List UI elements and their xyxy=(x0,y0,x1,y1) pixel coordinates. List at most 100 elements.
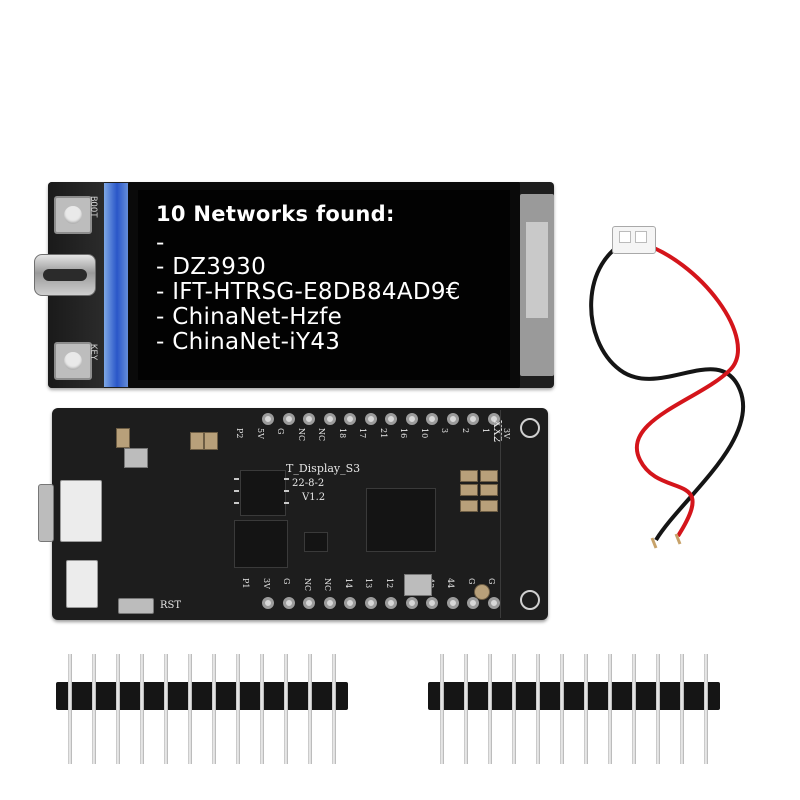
header-pad xyxy=(262,597,274,609)
header-pin xyxy=(464,654,468,764)
capacitor xyxy=(460,484,478,496)
screen-title: 10 Networks found: xyxy=(156,202,395,226)
capacitor xyxy=(480,470,498,482)
key-button[interactable] xyxy=(54,342,92,380)
screen-line: - xyxy=(156,230,165,256)
pad-label: G xyxy=(276,428,285,435)
display-flex-tab xyxy=(520,194,554,376)
esp32-s3-chip xyxy=(366,488,436,552)
battery-connector xyxy=(60,480,102,542)
header-pad xyxy=(303,413,315,425)
pcb-board xyxy=(52,408,548,620)
header-pin xyxy=(116,654,120,764)
pad-label: NC xyxy=(323,578,332,592)
header-pad xyxy=(364,597,377,609)
pad-label: G xyxy=(487,578,496,585)
header-pin xyxy=(164,654,168,764)
header-pad xyxy=(385,597,397,609)
header-pad xyxy=(446,413,459,425)
antenna-area xyxy=(500,410,547,618)
pad-label: 16 xyxy=(399,428,408,439)
header-pin xyxy=(656,654,660,764)
header-pin xyxy=(332,654,336,764)
capacitor xyxy=(204,432,218,450)
psram-chip xyxy=(234,520,288,568)
boot-button-cap xyxy=(64,206,82,224)
usb-c-slot xyxy=(43,269,87,281)
chip-pin xyxy=(234,502,239,504)
usb-c-port-top[interactable] xyxy=(34,254,96,296)
header-pad xyxy=(405,413,418,425)
header-pad xyxy=(303,597,315,609)
chip-pin xyxy=(234,490,239,492)
pad-label: P1 xyxy=(241,578,250,589)
qwiic-connector xyxy=(66,560,98,608)
pad-label: 21 xyxy=(378,428,388,439)
pad-label: P2 xyxy=(235,428,244,439)
capacitor xyxy=(480,484,498,496)
header-pin xyxy=(92,654,96,764)
header-pad xyxy=(426,413,438,425)
pad-label: 17 xyxy=(358,428,367,439)
header-pad xyxy=(487,413,500,425)
header-pin xyxy=(512,654,516,764)
header-pad xyxy=(323,597,336,609)
header-pin xyxy=(680,654,684,764)
mounting-hole xyxy=(520,418,540,438)
capacitor xyxy=(460,500,478,512)
header-pad xyxy=(282,413,295,425)
capacitor xyxy=(116,428,130,448)
screen-line: - DZ3930 xyxy=(156,254,267,280)
usb-c-port-bottom[interactable] xyxy=(38,484,54,542)
header-pin xyxy=(308,654,312,764)
header-pin xyxy=(536,654,540,764)
header-pin xyxy=(560,654,564,764)
header-plastic xyxy=(56,682,348,710)
chip-pin xyxy=(284,502,289,504)
header-pad xyxy=(467,413,479,425)
antenna-connector xyxy=(474,584,490,600)
pad-label: G xyxy=(282,578,291,585)
boot-button[interactable] xyxy=(54,196,92,234)
version-silkscreen: V1.2 xyxy=(302,492,326,503)
key-button-label: KEY xyxy=(88,344,98,361)
flex-tab-inner xyxy=(526,222,548,318)
wire-tip xyxy=(674,533,682,545)
capacitor xyxy=(460,470,478,482)
jst-cable xyxy=(589,238,746,549)
fpc-ribbon xyxy=(104,183,130,387)
header-pin xyxy=(236,654,240,764)
reset-button[interactable] xyxy=(118,598,154,614)
header-pad xyxy=(467,597,479,609)
screen-line: - ChinaNet-Hzfe xyxy=(156,304,343,330)
pad-label: 12 xyxy=(384,578,394,589)
screen-line: - IFT-HTRSG-E8DB84AD9€ xyxy=(156,279,461,305)
header-pad xyxy=(282,597,295,609)
jst-terminal xyxy=(619,231,631,243)
header-pad xyxy=(262,413,274,425)
regulator-chip xyxy=(304,532,328,552)
header-pad xyxy=(344,597,356,609)
screen-line: - ChinaNet-iY43 xyxy=(156,329,341,355)
pad-label: 13 xyxy=(364,578,373,589)
date-silkscreen: 22-8-2 xyxy=(292,478,325,489)
reset-silkscreen: RST xyxy=(160,600,182,611)
red-wire xyxy=(635,240,740,538)
header-pad xyxy=(385,413,397,425)
flash-chip xyxy=(240,470,286,516)
header-pad xyxy=(405,597,418,609)
header-pin xyxy=(260,654,264,764)
pad-label: 3V xyxy=(261,578,271,589)
lcd-screen: 10 Networks found: - - DZ3930 - IFT-HTRS… xyxy=(138,190,510,380)
chip-pin xyxy=(284,478,289,480)
key-button-cap xyxy=(64,352,82,370)
mounting-hole xyxy=(520,590,540,610)
header-pin xyxy=(212,654,216,764)
header-pad xyxy=(364,413,377,425)
pad-label: NC xyxy=(296,428,306,442)
header-pad xyxy=(426,597,438,609)
pad-label: 3 xyxy=(440,428,449,434)
header-pin xyxy=(608,654,612,764)
header-pin xyxy=(440,654,444,764)
pad-label: NC xyxy=(317,428,326,442)
